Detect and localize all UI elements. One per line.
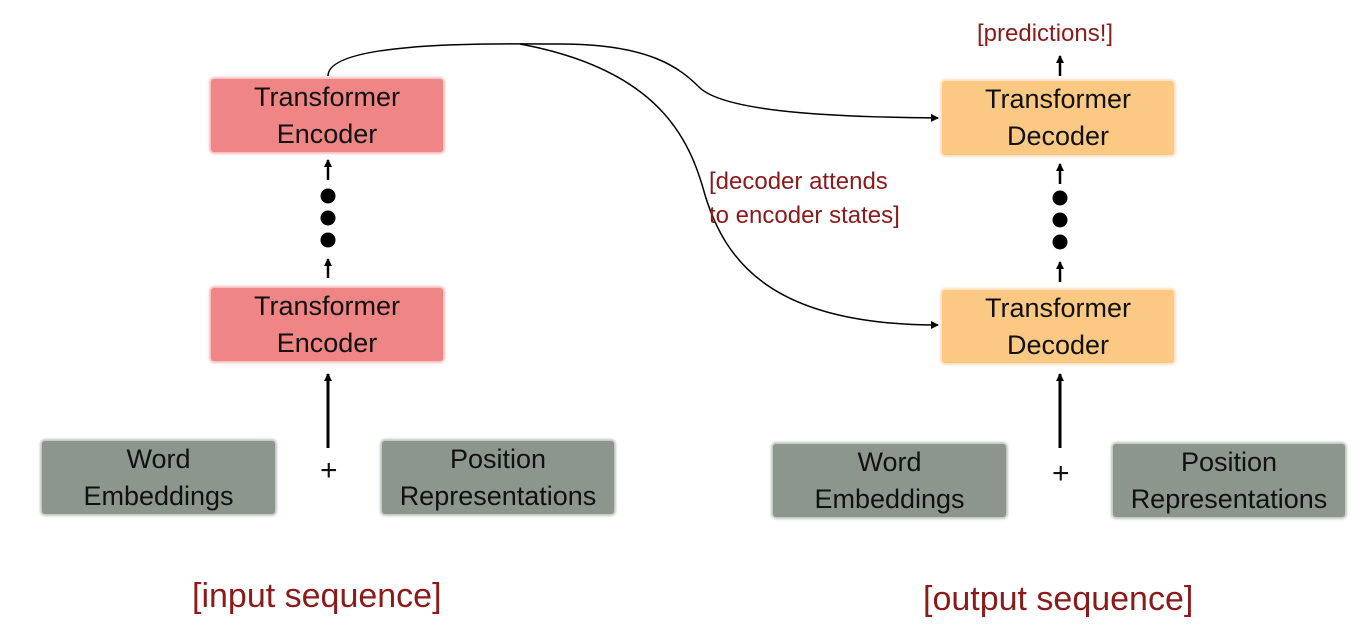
decoder-stack-dot [1052,190,1068,206]
transformer-encoder-top-block: Transformer Encoder [211,79,443,152]
transformer-decoder-top-block: Transformer Decoder [942,81,1174,155]
decoder-plus-sign: + [1052,457,1070,490]
decoder-stack-dot [1052,212,1068,228]
decoder-stack-dot [1052,234,1068,250]
cross-attention-curve-top [327,43,939,122]
predictions-label: [predictions!] [977,20,1114,47]
cross-attention-annotation: [decoder attends to encoder states] [709,168,900,229]
encoder-stack-dot [320,188,336,204]
encoder-word-embeddings-block: Word Embeddings [42,441,275,514]
decoder-position-representations-block: Position Representations [1113,444,1345,517]
decoder-word-embeddings-block: Word Embeddings [773,444,1006,517]
encoder-plus-sign: + [320,454,338,487]
output-sequence-caption: [output sequence] [923,580,1194,618]
encoder-stack-dot [320,210,336,226]
encoder-position-representations-block: Position Representations [382,441,614,514]
encoder-stack-dot [320,232,336,248]
transformer-decoder-bottom-block: Transformer Decoder [942,290,1174,363]
input-sequence-caption: [input sequence] [192,577,442,615]
transformer-encoder-bottom-block: Transformer Encoder [211,288,443,361]
cross-attention-curve-bottom [519,43,939,329]
